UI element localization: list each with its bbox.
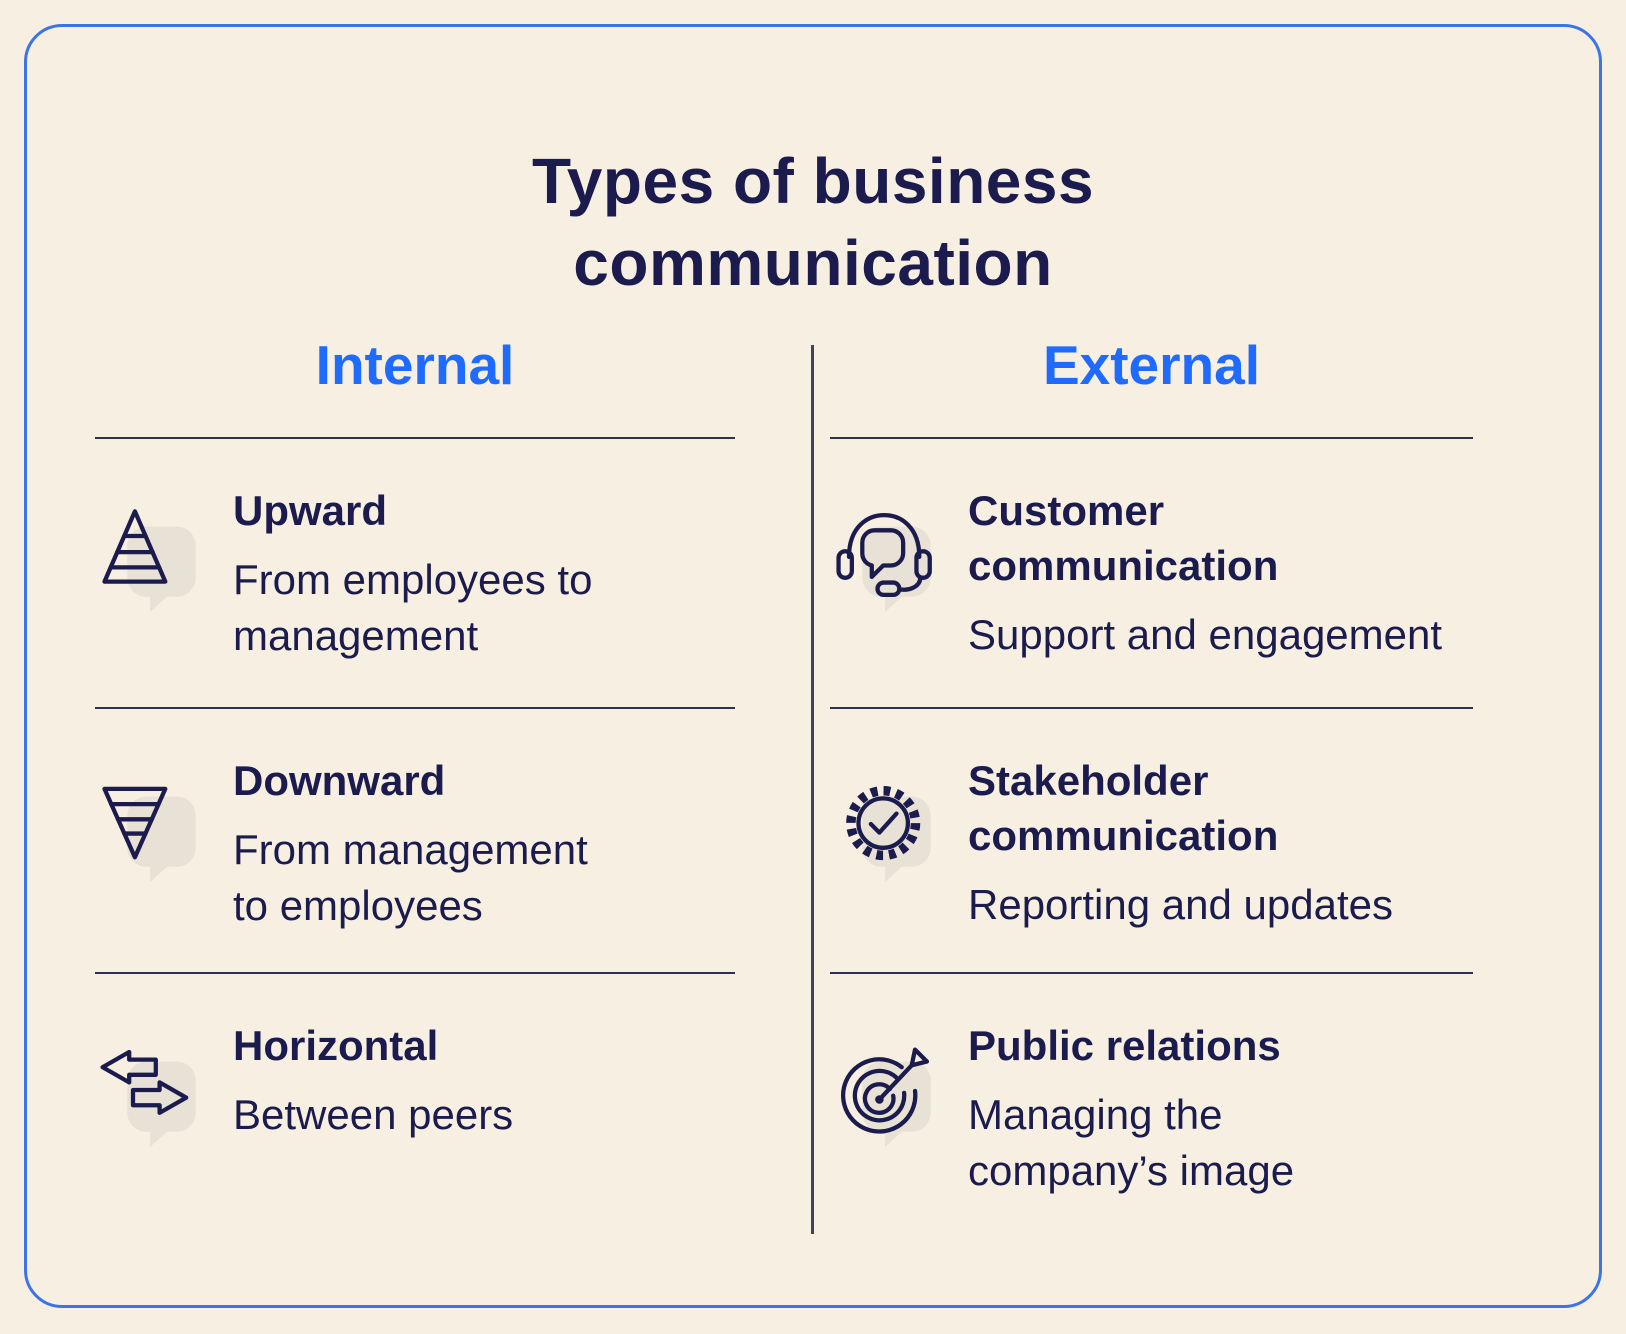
- item-description: Support and engagement: [968, 611, 1443, 658]
- item-description: Between peers: [233, 1091, 514, 1138]
- external-heading: External: [1042, 334, 1261, 396]
- divider-line: [95, 972, 735, 974]
- column-divider: [811, 345, 814, 1234]
- pyramid-down-icon: [95, 765, 209, 885]
- item-description: From employees to management: [233, 556, 593, 659]
- internal-column: Internal Upward From employees to manage…: [95, 332, 735, 1234]
- item-description: Reporting and updates: [968, 881, 1393, 928]
- list-item-upward: Upward From employees to management: [95, 439, 735, 707]
- item-title: Downward: [233, 757, 446, 804]
- list-item-public-relations: Public relations Managing the company’s …: [830, 974, 1473, 1234]
- arrows-left-right-icon: [95, 1030, 209, 1150]
- badge-check-icon: [830, 765, 944, 885]
- item-description: From management to employees: [233, 826, 588, 929]
- item-title: Stakeholder communication: [968, 757, 1279, 859]
- item-title: Upward: [233, 487, 388, 534]
- page-title: Types of business communication: [531, 144, 1095, 299]
- pyramid-up-icon: [95, 495, 209, 615]
- divider-line: [830, 972, 1473, 974]
- target-arrow-icon: [830, 1030, 944, 1150]
- divider-line: [830, 437, 1473, 439]
- headset-icon: [830, 495, 944, 615]
- divider-line: [95, 437, 735, 439]
- list-item-stakeholder-communication: Stakeholder communication Reporting and …: [830, 709, 1473, 972]
- divider-line: [830, 707, 1473, 709]
- external-column: External Customer communication Support …: [830, 332, 1473, 1234]
- item-title: Public relations: [968, 1022, 1281, 1069]
- internal-heading: Internal: [315, 334, 515, 396]
- list-item-horizontal: Horizontal Between peers: [95, 974, 735, 1234]
- divider-line: [95, 707, 735, 709]
- item-title: Horizontal: [233, 1022, 439, 1069]
- list-item-customer-communication: Customer communication Support and engag…: [830, 439, 1473, 707]
- list-item-downward: Downward From management to employees: [95, 709, 735, 972]
- item-description: Managing the company’s image: [968, 1091, 1295, 1194]
- item-title: Customer communication: [968, 487, 1279, 589]
